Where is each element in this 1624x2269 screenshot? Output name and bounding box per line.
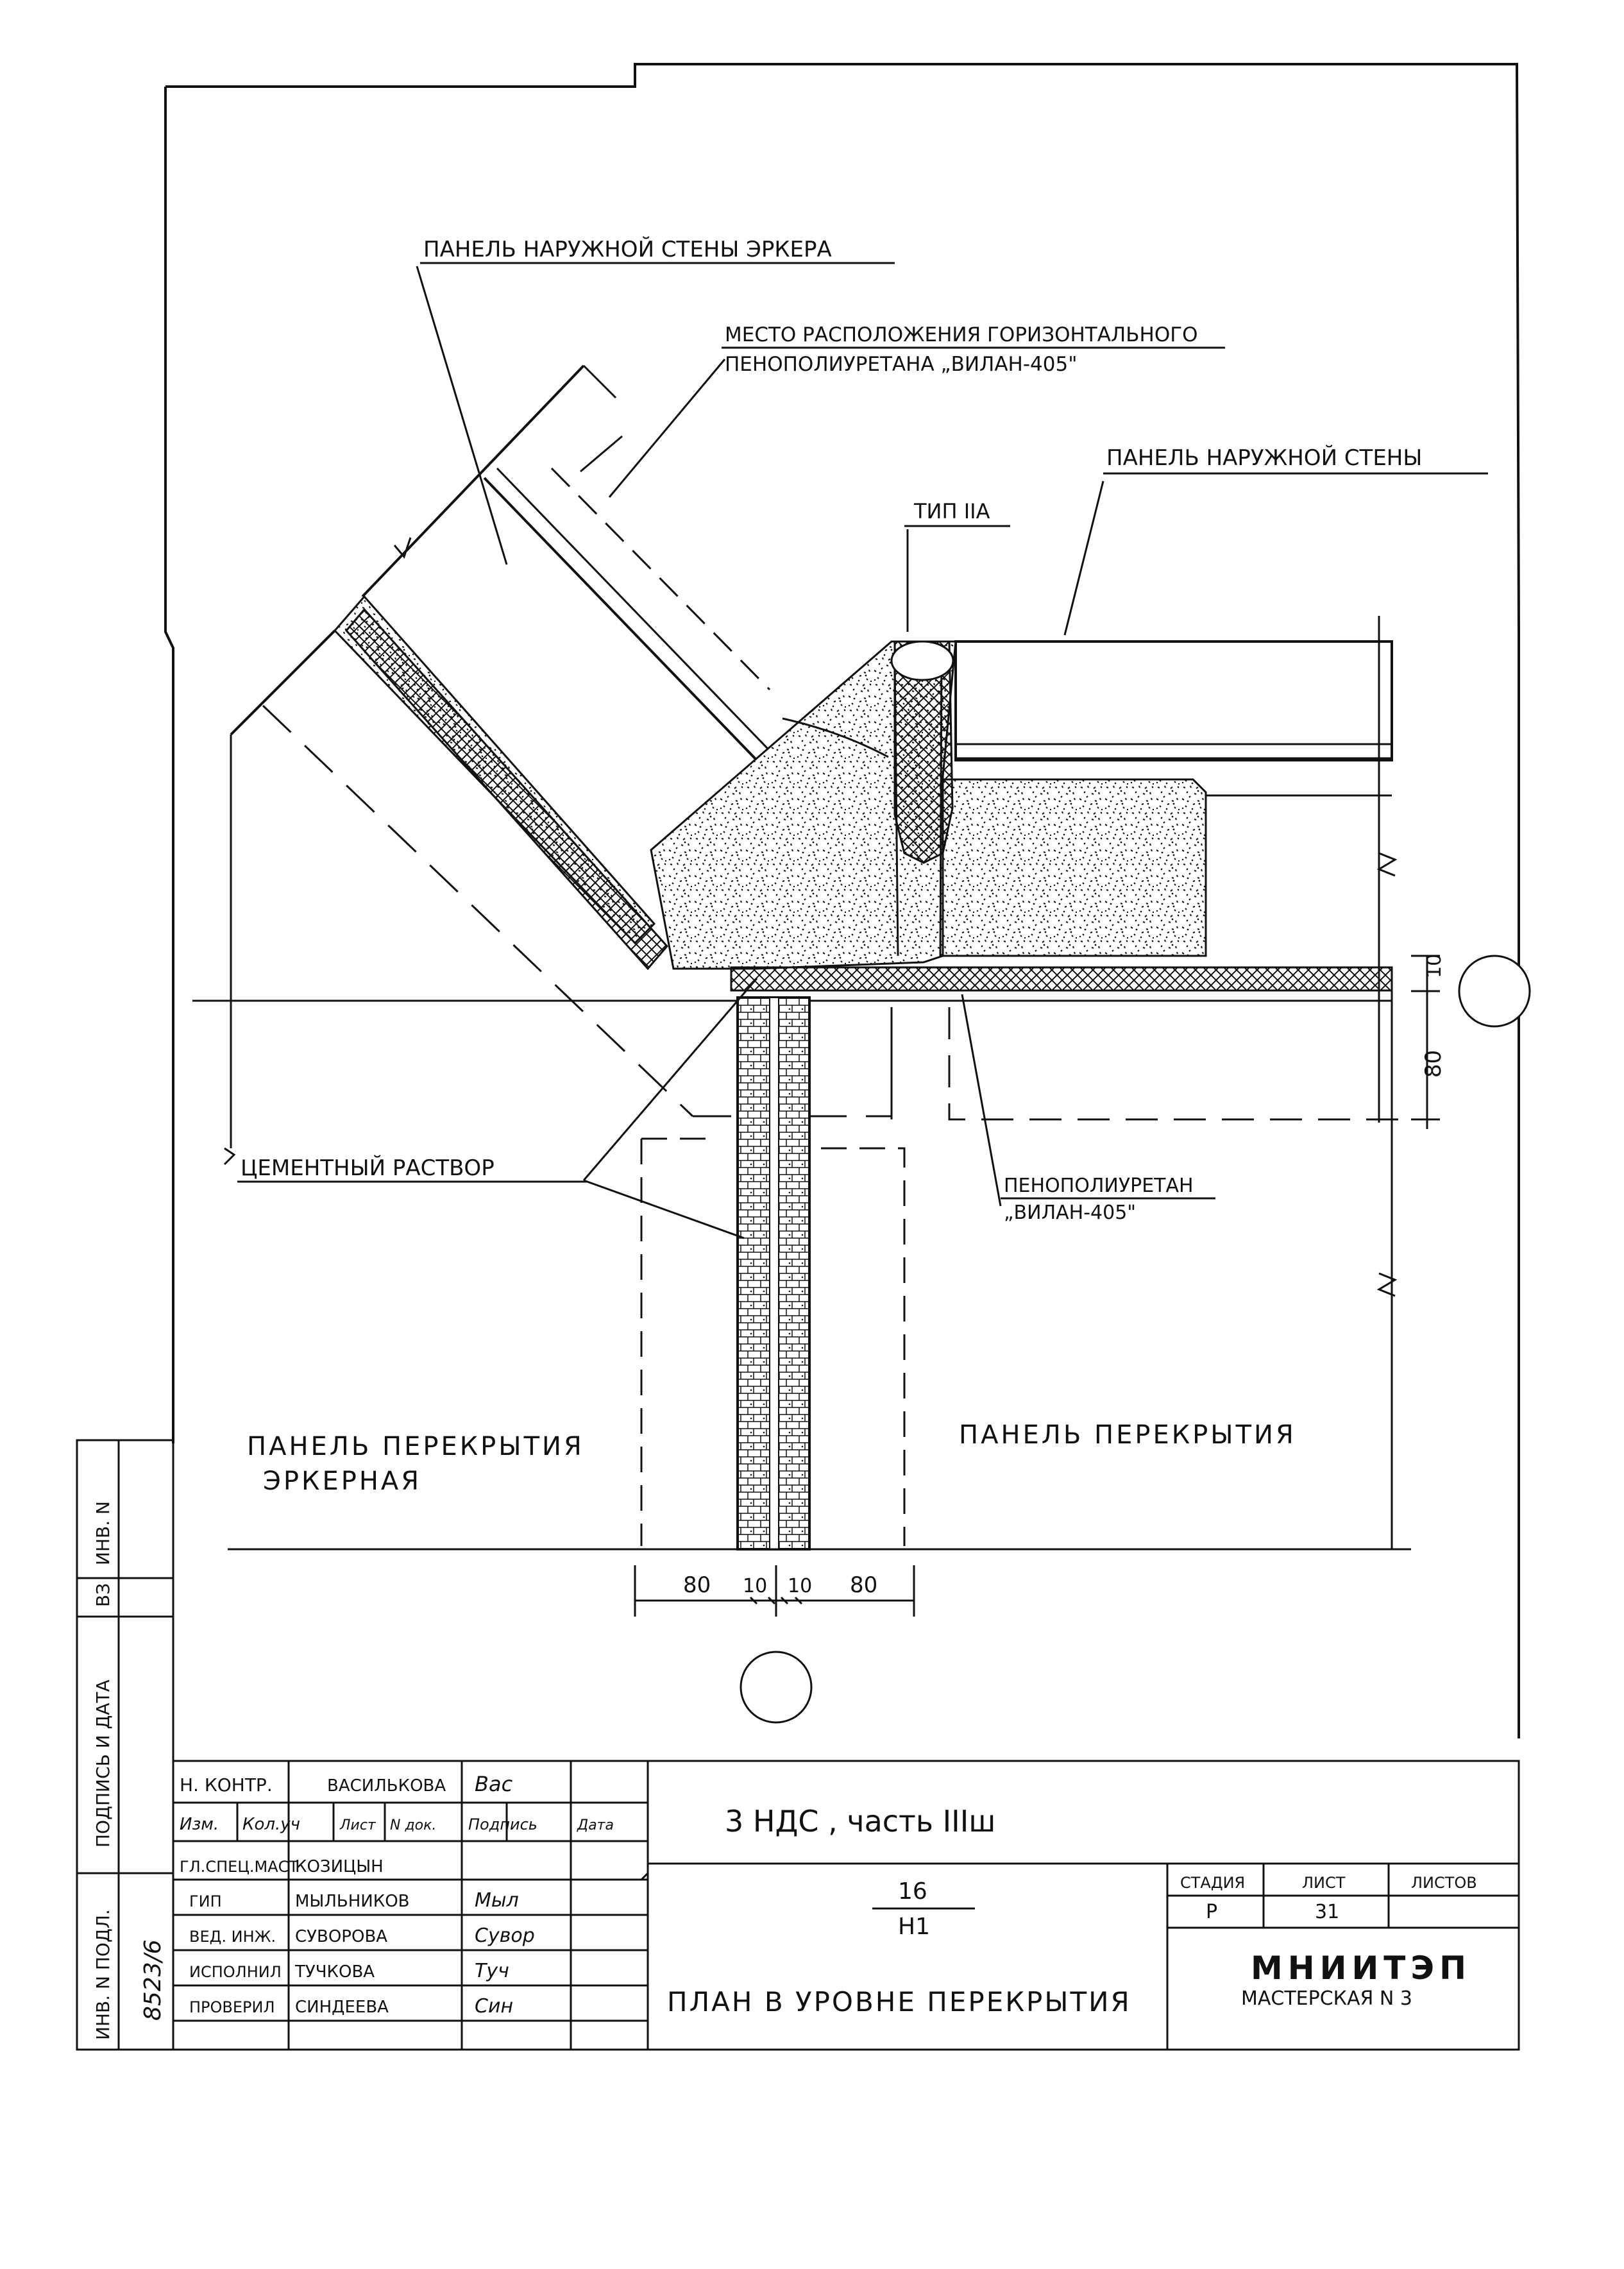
tb-staff-sign: Мыл xyxy=(475,1889,519,1912)
stamp-inv-podl: ИНВ. N ПОДЛ. xyxy=(92,1909,114,2040)
label-floor-panel: ПАНЕЛЬ ПЕРЕКРЫТИЯ xyxy=(959,1420,1296,1450)
tb-col-n-dok: N док. xyxy=(390,1817,436,1833)
drawing-labels: ПАНЕЛЬ НАРУЖНОЙ СТЕНЫ ЭРКЕРА МЕСТО РАСПО… xyxy=(237,236,1488,1496)
tb-staff-name: ТУЧКОВА xyxy=(294,1962,375,1982)
label-foam-1: ПЕНОПОЛИУРЕТАН xyxy=(1004,1175,1194,1197)
tb-staff-name: МЫЛЬНИКОВ xyxy=(295,1892,410,1911)
tb-code-bottom: Н1 xyxy=(898,1914,930,1940)
leader-lines xyxy=(416,266,1104,1239)
tb-staff-role: ВЕД. ИНЖ. xyxy=(189,1928,276,1946)
joint-core xyxy=(650,640,957,970)
vertical-joint xyxy=(228,991,1411,1551)
tb-org-name: МНИИТЭП xyxy=(1251,1950,1471,1987)
dim-bottom-1: 80 xyxy=(683,1572,711,1598)
dim-right-top: 10 xyxy=(1423,954,1446,978)
label-cement-mortar: ЦЕМЕНТНЫЙ РАСТВОР xyxy=(241,1155,495,1181)
tb-staff-role: ИСПОЛНИЛ xyxy=(189,1963,282,1981)
tb-staff-name: КОЗИЦЫН xyxy=(295,1857,384,1876)
tb-staff-role: ГИП xyxy=(189,1892,222,1910)
label-foam-location-2: ПЕНОПОЛИУРЕТАНА „ВИЛАН-405" xyxy=(725,353,1077,376)
axis-marker-bottom xyxy=(740,1651,813,1724)
stamp-vz: ВЗ xyxy=(92,1583,114,1607)
tb-staff-sign: Син xyxy=(475,1995,513,2018)
tb-staff-sign: Сувор xyxy=(475,1925,535,1947)
dimension-lines xyxy=(223,852,1440,1617)
tb-org-workshop: МАСТЕРСКАЯ N 3 xyxy=(1241,1987,1412,2010)
dim-bottom-2: 10 xyxy=(743,1575,767,1597)
tb-col-izm: Изм. xyxy=(180,1815,219,1834)
tb-project: 3 НДС , часть IIIш xyxy=(725,1804,995,1839)
tb-drawing-title: ПЛАН В УРОВНЕ ПЕРЕКРЫТИЯ xyxy=(667,1986,1131,2018)
title-block xyxy=(172,1760,1520,2051)
dim-right-bottom: 80 xyxy=(1421,1050,1446,1078)
title-block-text: 3 НДС , часть IIIш 16 Н1 ПЛАН В УРОВНЕ П… xyxy=(180,1772,1477,2018)
stamp-inv: ИНВ. N xyxy=(92,1501,114,1565)
stamp-podpis-data: ПОДПИСЬ И ДАТА xyxy=(92,1679,114,1848)
tb-col-data: Дата xyxy=(577,1817,614,1833)
tb-stage-value: Р xyxy=(1206,1901,1217,1923)
tb-staff-role: Н. КОНТР. xyxy=(180,1774,273,1796)
label-foam-2: „ВИЛАН-405" xyxy=(1004,1202,1136,1224)
label-bay-floor-panel-2: ЭРКЕРНАЯ xyxy=(263,1466,421,1496)
tb-staff-name: СИНДЕЕВА xyxy=(295,1998,389,2017)
tb-sheet-header: ЛИСТ xyxy=(1302,1874,1346,1892)
tb-staff-sign: Туч xyxy=(475,1960,509,1982)
bay-wall-panel xyxy=(230,364,892,1148)
axis-marker-right xyxy=(1458,955,1531,1028)
tb-sheet-value: 31 xyxy=(1315,1901,1339,1923)
tb-staff-name: СУВОРОВА xyxy=(295,1927,387,1946)
sheet-frame xyxy=(164,63,1520,1738)
dim-bottom-4: 80 xyxy=(850,1572,877,1598)
tb-staff-role: ГЛ.СПЕЦ.МАСТ xyxy=(180,1858,298,1876)
label-bay-wall-panel: ПАНЕЛЬ НАРУЖНОЙ СТЕНЫ ЭРКЕРА xyxy=(423,236,832,262)
stamp-number: 8523/6 xyxy=(140,1939,166,2021)
tb-sheets-header: ЛИСТОВ xyxy=(1411,1874,1477,1892)
tb-staff-role: ПРОВЕРИЛ xyxy=(189,1998,275,2016)
label-bay-floor-panel-1: ПАНЕЛЬ ПЕРЕКРЫТИЯ xyxy=(247,1432,584,1461)
side-stamp: ИНВ. N ВЗ ПОДПИСЬ И ДАТА ИНВ. N ПОДЛ. 85… xyxy=(76,1439,174,2051)
label-foam-location-1: МЕСТО РАСПОЛОЖЕНИЯ ГОРИЗОНТАЛЬНОГО xyxy=(725,323,1198,346)
tb-staff-name: ВАСИЛЬКОВА xyxy=(327,1776,446,1796)
dimension-values: 10 80 80 10 10 80 xyxy=(683,954,1446,1598)
label-outer-wall-panel: ПАНЕЛЬ НАРУЖНОЙ СТЕНЫ xyxy=(1106,445,1422,471)
horizontal-foam-strip xyxy=(192,966,1437,1121)
tb-code-top: 16 xyxy=(898,1878,927,1905)
tb-staff-sign: Вас xyxy=(475,1772,513,1796)
label-type: ТИП IIА xyxy=(913,499,990,523)
dim-bottom-3: 10 xyxy=(788,1575,812,1597)
outer-wall-panel xyxy=(942,616,1393,1123)
tb-col-podpis: Подпись xyxy=(468,1815,537,1833)
tb-col-kol-uch: Кол.уч xyxy=(242,1815,300,1834)
tb-col-list: Лист xyxy=(339,1817,376,1833)
tb-stage-header: СТАДИЯ xyxy=(1180,1874,1245,1892)
